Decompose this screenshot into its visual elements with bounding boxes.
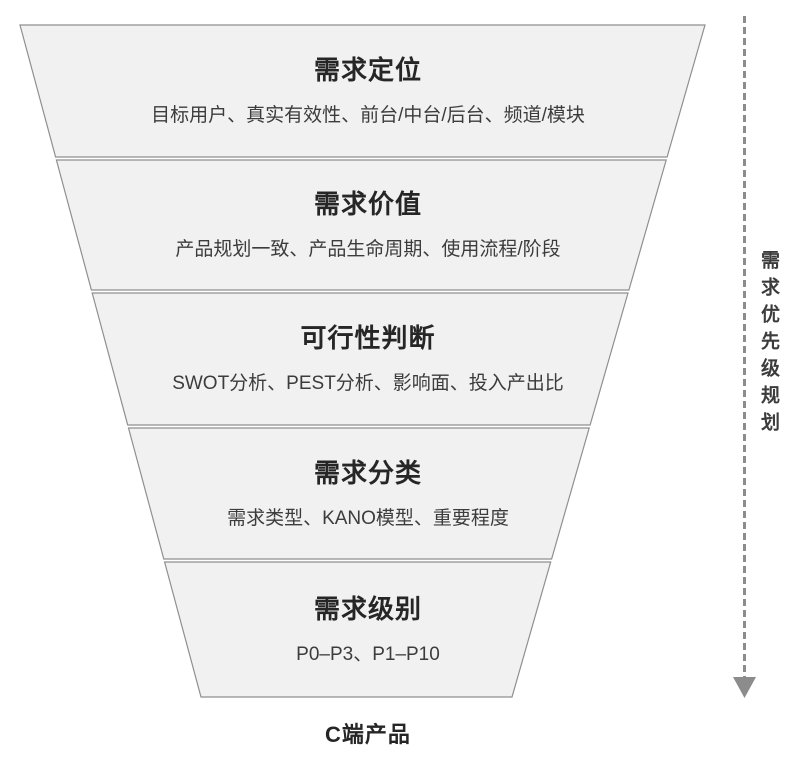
funnel-tier-shape-3 [91, 292, 629, 426]
funnel-tier-shape-4 [127, 427, 590, 560]
funnel-tier-shape-2 [55, 159, 667, 291]
funnel-tier-shape-5 [163, 561, 552, 698]
funnel-bottom-label: C端产品 [325, 722, 411, 747]
priority-arrow-head-icon [733, 677, 756, 698]
funnel-tier-shape-1 [19, 24, 706, 158]
priority-axis-label: 需求优先级规划 [758, 250, 779, 439]
